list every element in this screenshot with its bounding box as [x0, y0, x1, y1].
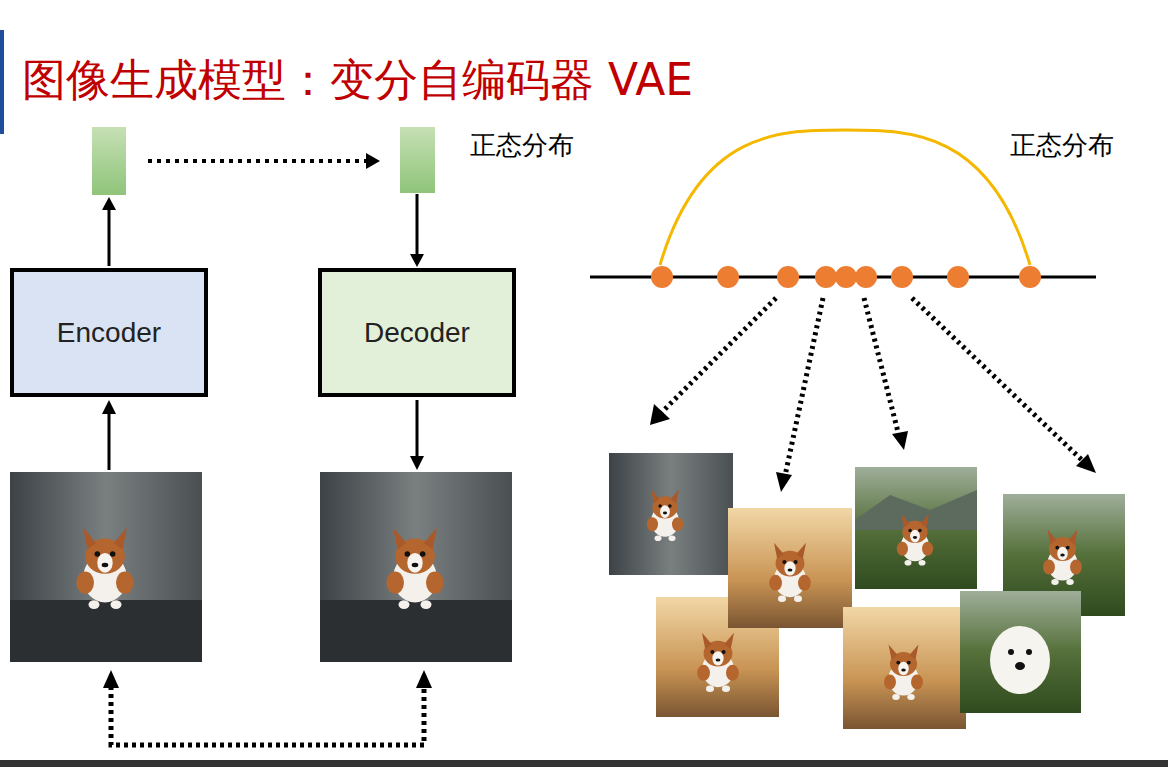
decoder-box: Decoder [318, 268, 516, 397]
distribution-label: 正态分布 [1010, 128, 1114, 162]
box-label: Encoder [57, 317, 161, 349]
slide-title: 图像生成模型：变分自编码器 VAE [22, 50, 693, 110]
encoder-box: Encoder [10, 268, 208, 397]
distribution-label: 正态分布 [470, 128, 574, 162]
box-label: Decoder [364, 317, 470, 349]
